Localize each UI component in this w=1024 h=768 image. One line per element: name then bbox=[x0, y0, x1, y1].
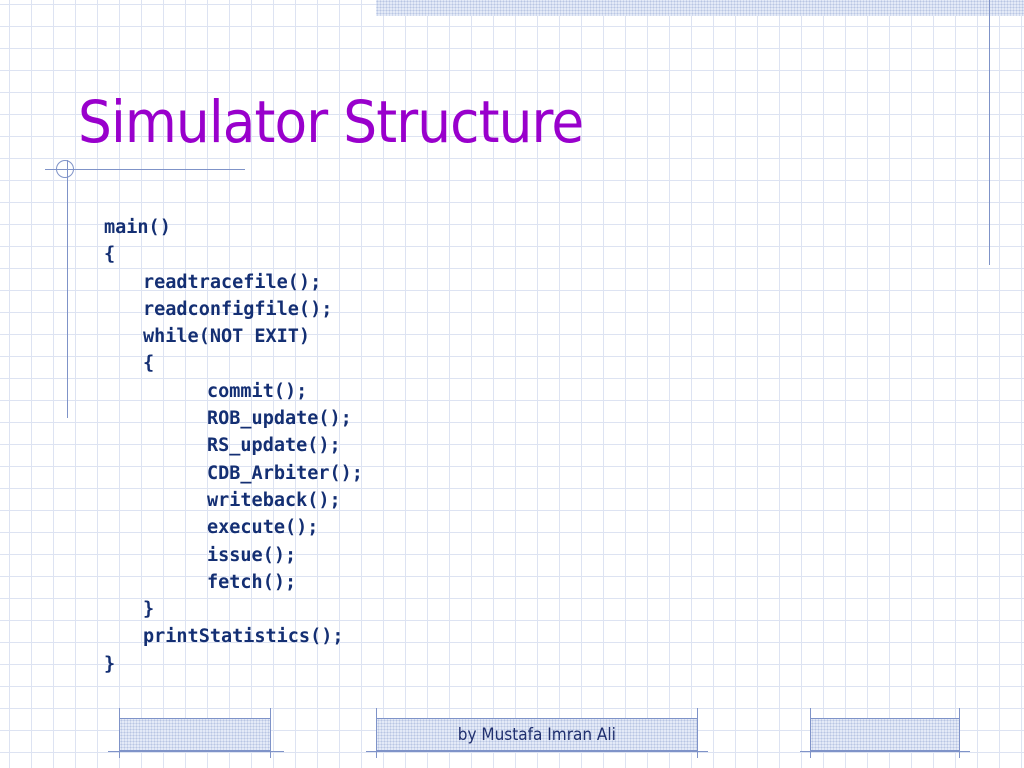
crosshair-ornament-icon bbox=[56, 160, 74, 178]
code-line: execute(); bbox=[207, 517, 319, 539]
code-line: commit(); bbox=[207, 380, 308, 402]
right-decorative-line bbox=[989, 0, 990, 265]
code-line: printStatistics(); bbox=[143, 626, 344, 648]
footer-center-box: by Mustafa Imran Ali bbox=[376, 718, 698, 751]
code-line: ROB_update(); bbox=[207, 408, 352, 430]
slide-title: Simulator Structure bbox=[78, 88, 584, 156]
footer-tick bbox=[376, 708, 377, 758]
title-underline bbox=[45, 169, 245, 170]
code-line: while(NOT EXIT) bbox=[143, 326, 311, 348]
code-line: { bbox=[143, 353, 155, 375]
footer-tick bbox=[697, 708, 698, 758]
code-listing: main() { readtracefile(); readconfigfile… bbox=[104, 214, 363, 678]
footer-tick bbox=[270, 708, 271, 758]
code-line: } bbox=[104, 653, 116, 675]
code-line: } bbox=[143, 599, 155, 621]
code-line: issue(); bbox=[207, 544, 297, 566]
code-line: { bbox=[104, 244, 116, 266]
code-line: RS_update(); bbox=[207, 435, 341, 457]
footer-right-rule bbox=[800, 751, 970, 752]
code-line: readtracefile(); bbox=[143, 271, 322, 293]
code-line: CDB_Arbiter(); bbox=[207, 462, 363, 484]
footer-author: by Mustafa Imran Ali bbox=[457, 724, 617, 745]
code-line: main() bbox=[104, 217, 171, 238]
left-decorative-line bbox=[67, 160, 68, 418]
footer-tick bbox=[959, 708, 960, 758]
code-line: writeback(); bbox=[207, 489, 341, 511]
footer-tick bbox=[119, 708, 120, 758]
footer-center-rule bbox=[366, 751, 708, 752]
footer-left-rule bbox=[108, 751, 284, 752]
footer-tick bbox=[810, 708, 811, 758]
code-line: fetch(); bbox=[207, 571, 297, 593]
code-line: readconfigfile(); bbox=[143, 298, 333, 320]
footer-left-box bbox=[119, 718, 271, 751]
top-decorative-bar bbox=[376, 0, 1024, 16]
footer-right-box bbox=[810, 718, 960, 751]
